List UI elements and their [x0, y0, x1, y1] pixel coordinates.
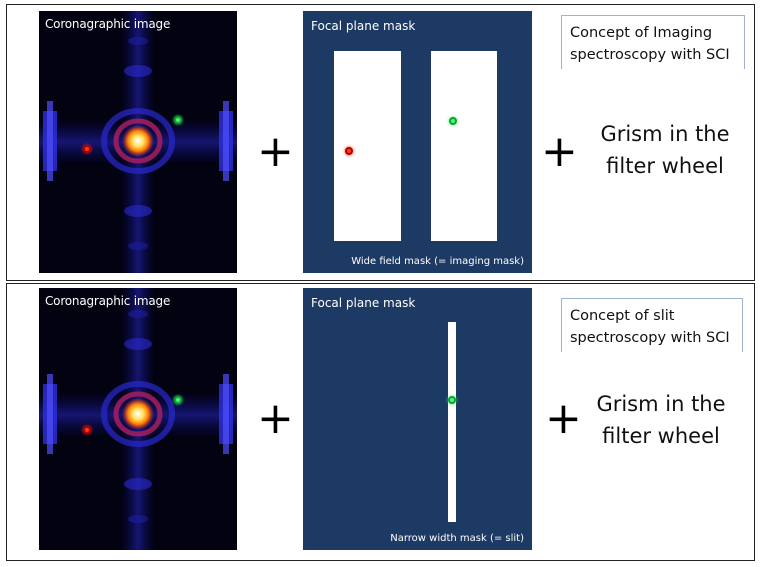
plus-sign: + — [257, 126, 294, 177]
imaging-spectroscopy-panel: Coronagraphic image + Focal plane mask W… — [6, 4, 755, 281]
concept-box: Concept of slit spectroscopy with SCI — [561, 298, 743, 352]
green-planet-marker — [174, 116, 182, 124]
concept-line-1: Concept of slit — [570, 308, 675, 324]
mask-caption: Wide field mask (= imaging mask) — [351, 256, 524, 267]
grism-line-1: Grism in the — [600, 122, 730, 146]
concept-line-1: Concept of Imaging — [570, 25, 713, 41]
mask-caption: Narrow width mask (= slit) — [390, 533, 524, 544]
grism-text: Grism in the filter wheel — [585, 118, 745, 182]
psf-pattern — [39, 288, 237, 550]
grism-line-1: Grism in the — [596, 392, 726, 416]
plus-sign: + — [257, 393, 294, 444]
concept-box: Concept of Imaging spectroscopy with SCI — [561, 15, 745, 69]
red-planet-marker — [83, 145, 91, 153]
coronagraphic-image: Coronagraphic image — [39, 288, 237, 550]
green-planet-marker — [448, 396, 456, 404]
plus-sign: + — [545, 393, 582, 444]
grism-line-2: filter wheel — [606, 154, 724, 178]
focal-plane-mask: Focal plane mask Wide field mask (= imag… — [303, 11, 532, 273]
focal-plane-mask: Focal plane mask Narrow width mask (= sl… — [303, 288, 532, 550]
coronagraphic-image-label: Coronagraphic image — [45, 17, 171, 31]
red-planet-marker — [345, 147, 353, 155]
grism-line-2: filter wheel — [602, 424, 720, 448]
concept-line-2: spectroscopy with SCI — [570, 330, 730, 346]
concept-line-2: spectroscopy with SCI — [570, 47, 730, 63]
grism-text: Grism in the filter wheel — [581, 388, 741, 452]
wide-field-slot-left — [334, 51, 401, 241]
red-planet-marker — [83, 426, 91, 434]
coronagraphic-image: Coronagraphic image — [39, 11, 237, 273]
coronagraphic-image-label: Coronagraphic image — [45, 294, 171, 308]
green-planet-marker — [174, 396, 182, 404]
wide-field-slot-right — [431, 51, 497, 241]
slit-spectroscopy-panel: Coronagraphic image + Focal plane mask N… — [6, 283, 755, 561]
focal-plane-mask-title: Focal plane mask — [311, 296, 416, 310]
focal-plane-mask-title: Focal plane mask — [311, 19, 416, 33]
narrow-slit — [448, 322, 456, 522]
plus-sign: + — [541, 126, 578, 177]
green-planet-marker — [449, 117, 457, 125]
psf-pattern — [39, 11, 237, 273]
